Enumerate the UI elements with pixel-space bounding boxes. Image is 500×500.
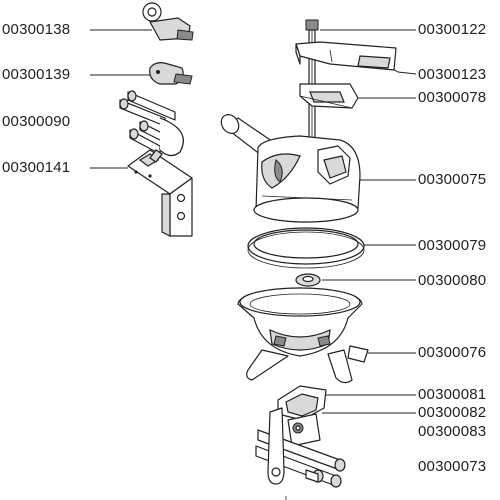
part-00300075	[220, 114, 361, 223]
part-00300141	[127, 149, 193, 237]
label-00300073: 00300073	[418, 458, 487, 475]
part-00300073	[267, 407, 285, 485]
label-00300080: 00300080	[418, 272, 487, 289]
part-00300076	[237, 287, 369, 384]
part-00300080	[295, 273, 321, 287]
label-00300079: 00300079	[418, 237, 487, 254]
part-00300090	[119, 90, 184, 157]
label-00300123: 00300123	[418, 66, 487, 83]
part-00300123	[295, 41, 397, 71]
part-00300082	[287, 413, 321, 447]
label-00300075: 00300075	[418, 171, 487, 188]
label-00300081: 00300081	[418, 386, 487, 403]
part-00300078	[299, 83, 359, 109]
part-00300081	[277, 385, 327, 421]
label-00300078: 00300078	[418, 89, 487, 106]
label-00300083: 00300083	[418, 423, 487, 440]
label-00300076: 00300076	[418, 344, 487, 361]
part-00300138	[142, 2, 194, 41]
leader-lines	[90, 29, 417, 414]
part-00300139	[149, 62, 193, 85]
label-00300122: 00300122	[418, 21, 487, 38]
label-00300082: 00300082	[418, 404, 487, 421]
label-00300139: 00300139	[2, 66, 71, 83]
label-00300090: 00300090	[2, 113, 71, 130]
label-00300138: 00300138	[2, 21, 71, 38]
part-00300079	[247, 227, 365, 269]
label-00300141: 00300141	[2, 159, 71, 176]
